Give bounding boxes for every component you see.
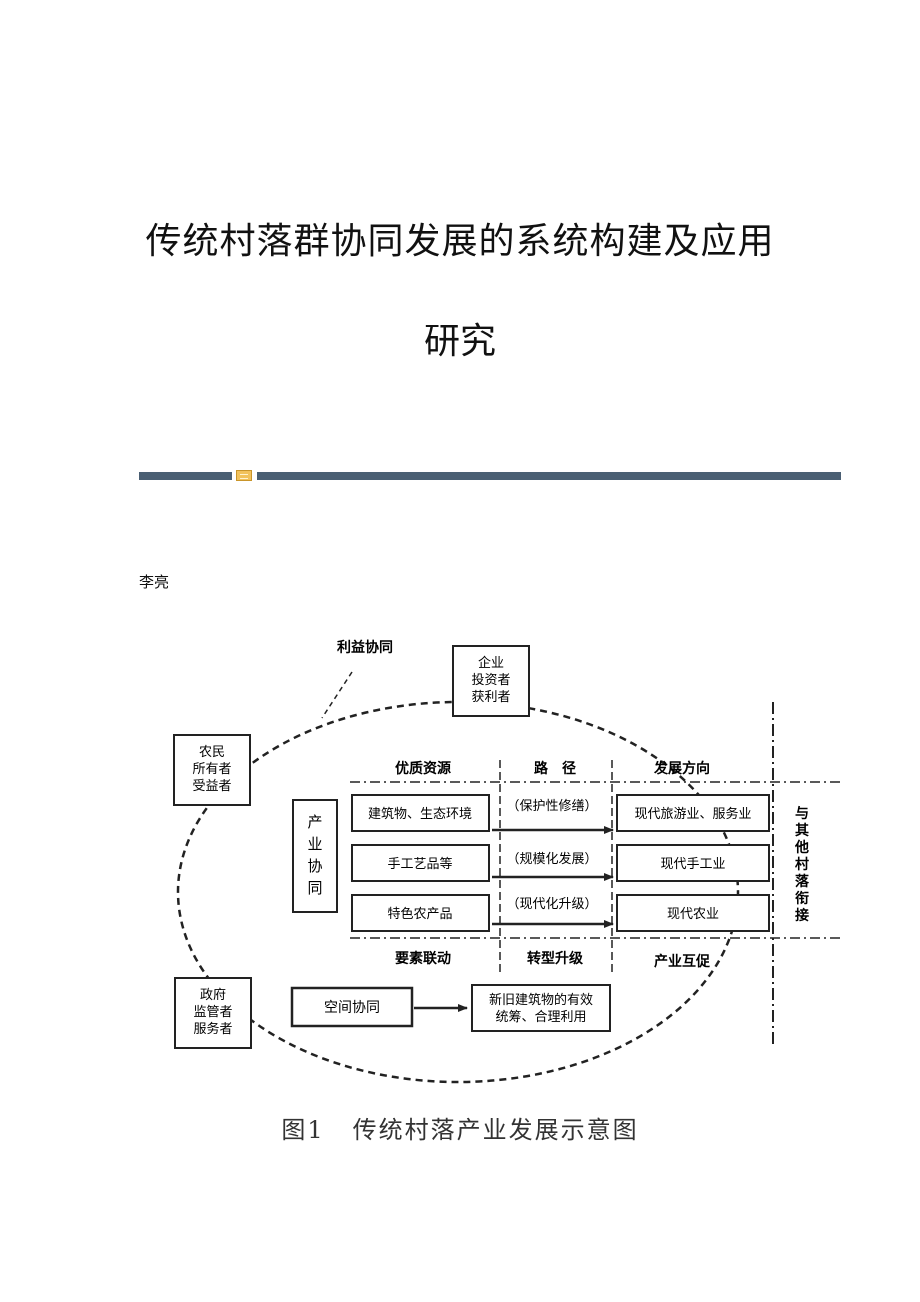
new-old-line2: 统筹、合理利用 <box>495 1009 586 1025</box>
benefit-pointer-line <box>321 671 353 719</box>
spatial-coordination-box <box>290 986 414 1028</box>
farmers-box <box>173 734 251 806</box>
new-old-line1: 新旧建筑物的有效 <box>489 992 593 1008</box>
caption-text: 传统村落产业发展示意图 <box>352 1116 639 1144</box>
resource-box-3 <box>351 894 490 932</box>
direction-box-1 <box>616 794 770 832</box>
header-rule-left <box>139 472 232 480</box>
industry-coordination-box <box>292 799 338 913</box>
direction-label-3: 现代农业 <box>667 907 719 922</box>
enterprise-line2: 投资者 <box>471 672 510 688</box>
resource-box-1 <box>351 794 490 832</box>
author-name: 李亮 <box>139 573 170 591</box>
direction-label-1: 现代旅游业、服务业 <box>634 806 751 822</box>
envelope-icon <box>236 470 252 481</box>
industry-char1: 产 <box>307 813 322 831</box>
header-direction: 发展方向 <box>653 760 710 777</box>
new-old-buildings-box <box>471 984 611 1032</box>
caption-number: 图1 <box>281 1116 325 1144</box>
government-line1: 政府 <box>200 988 226 1003</box>
document-title-line2: 研究 <box>423 321 496 362</box>
enterprise-box <box>452 645 530 717</box>
industry-char2: 业 <box>307 835 322 853</box>
other-villages-char1: 与 <box>795 806 809 822</box>
header-rule-right <box>257 472 841 480</box>
other-villages-char2: 其 <box>795 823 809 839</box>
resource-label-1: 建筑物、生态环境 <box>368 806 472 822</box>
label-transform-upgrade: 转型升级 <box>527 950 584 967</box>
resource-box-2 <box>351 844 490 882</box>
spatial-coordination-label: 空间协同 <box>324 1000 380 1016</box>
document-title-line1: 传统村落群协同发展的系统构建及应用 <box>145 221 775 262</box>
figure-caption: 图1 传统村落产业发展示意图 <box>0 1110 920 1145</box>
path-label-1: （保护性修缮） <box>506 798 597 814</box>
farmers-line1: 农民 <box>199 745 225 760</box>
direction-box-2 <box>616 844 770 882</box>
label-factor-linkage: 要素联动 <box>395 950 451 967</box>
header-path: 路 径 <box>534 760 576 777</box>
path-label-2: （规模化发展） <box>506 851 597 867</box>
resource-label-2: 手工艺品等 <box>387 856 452 872</box>
other-villages-char6: 衔 <box>795 890 809 907</box>
other-villages-char5: 落 <box>795 873 810 890</box>
industry-char3: 协 <box>307 857 322 875</box>
resource-label-3: 特色农产品 <box>387 906 452 922</box>
government-line3: 服务者 <box>193 1021 232 1037</box>
direction-box-3 <box>616 894 770 932</box>
farmers-line3: 受益者 <box>192 779 231 794</box>
path-label-3: （现代化升级） <box>506 897 597 912</box>
direction-label-2: 现代手工业 <box>660 857 725 872</box>
coordination-ellipse <box>176 700 740 1084</box>
government-box <box>174 977 252 1049</box>
other-villages-char3: 他 <box>794 839 809 856</box>
label-industry-mutual: 产业互促 <box>654 953 711 970</box>
government-line2: 监管者 <box>193 1005 232 1020</box>
enterprise-line3: 获利者 <box>471 690 510 705</box>
farmers-line2: 所有者 <box>192 762 231 777</box>
benefit-coordination-label: 利益协同 <box>337 639 393 656</box>
other-villages-char7: 接 <box>795 907 809 924</box>
other-villages-char4: 村 <box>795 856 809 873</box>
header-resources: 优质资源 <box>395 760 451 777</box>
enterprise-line1: 企业 <box>478 655 504 671</box>
industry-char4: 同 <box>307 879 322 897</box>
